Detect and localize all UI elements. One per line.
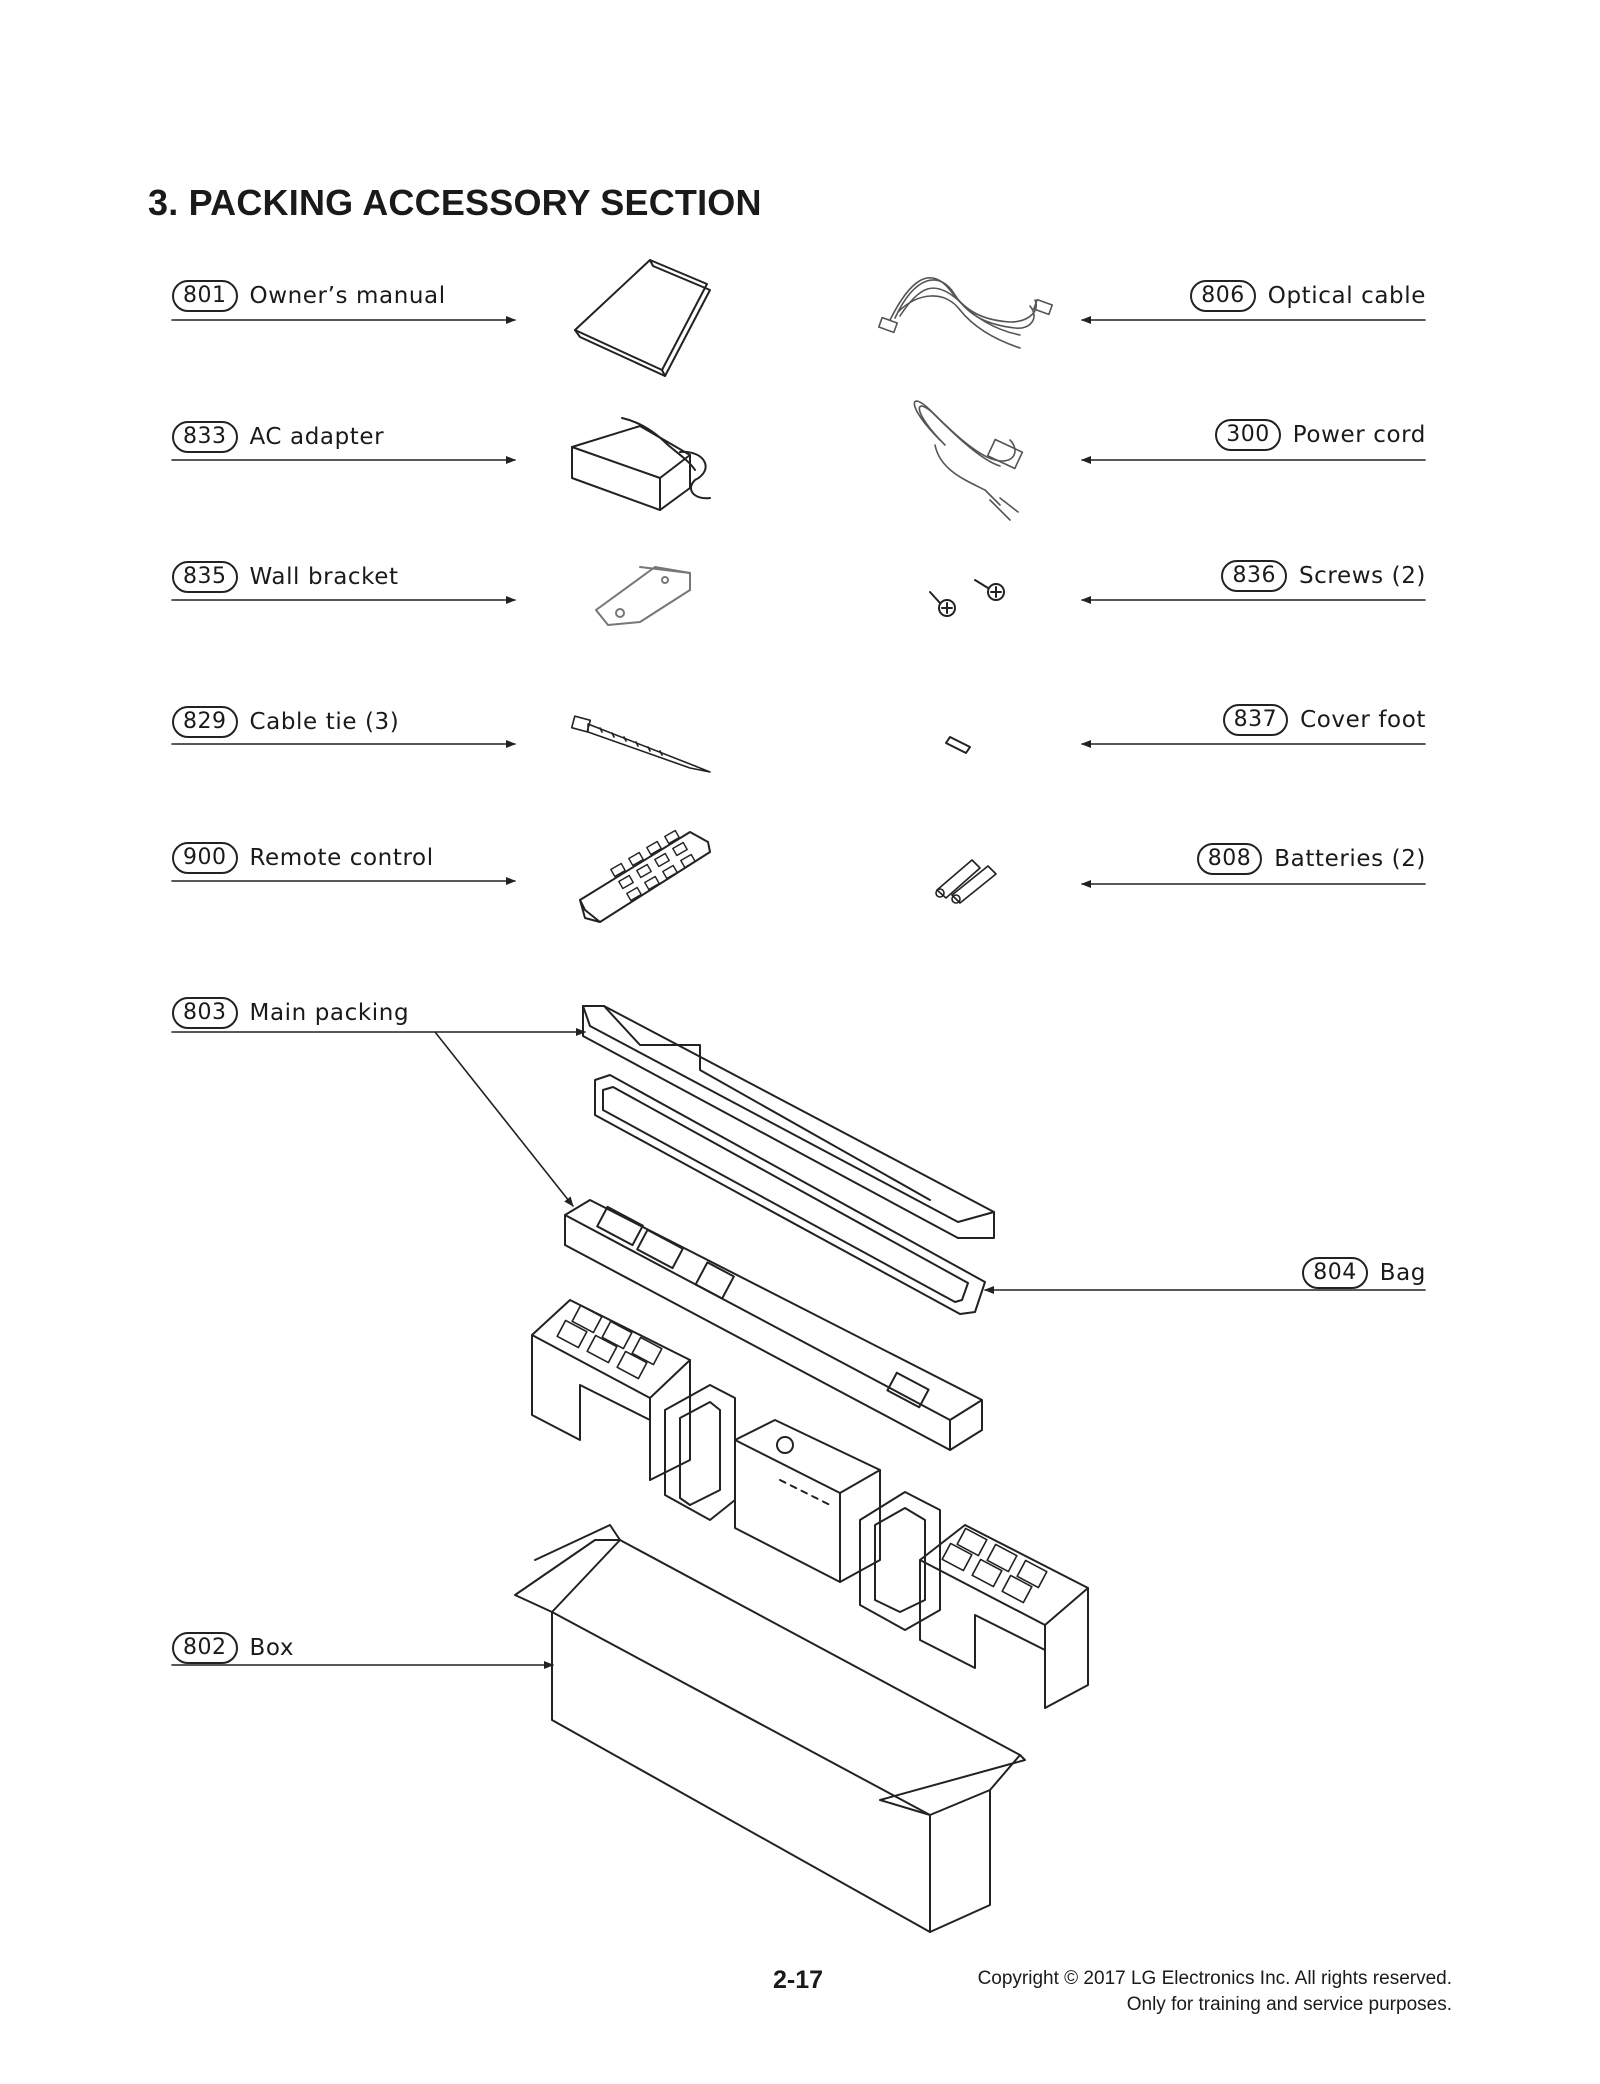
part-code-badge: 808 bbox=[1196, 843, 1263, 875]
part-code-badge: 837 bbox=[1222, 704, 1289, 736]
packing-top-tray bbox=[582, 1005, 995, 1239]
part-name: Optical cable bbox=[1267, 283, 1426, 309]
remote-control-illustration bbox=[579, 829, 711, 923]
part-name: Batteries (2) bbox=[1274, 846, 1426, 872]
cable-tie-illustration bbox=[570, 715, 711, 773]
section-title: 3. PACKING ACCESSORY SECTION bbox=[148, 182, 762, 223]
part-name: Owner’s manual bbox=[249, 283, 446, 309]
part-code-badge: 804 bbox=[1302, 1257, 1368, 1289]
part-code-badge: 833 bbox=[172, 421, 238, 453]
part-label-power-cord: 300 Power cord bbox=[1215, 419, 1426, 451]
leader-lines-right bbox=[984, 316, 1426, 1294]
bag-illustration bbox=[594, 1074, 986, 1315]
part-name: Screws (2) bbox=[1298, 563, 1426, 589]
part-label-main-packing: 803 Main packing bbox=[172, 997, 409, 1029]
part-label-box: 802 Box bbox=[172, 1632, 294, 1664]
part-code-badge: 806 bbox=[1190, 280, 1256, 312]
part-name: Box bbox=[249, 1635, 295, 1661]
part-label-screws: 836 Screws (2) bbox=[1221, 560, 1426, 592]
part-name: AC adapter bbox=[249, 424, 385, 450]
part-name: Power cord bbox=[1292, 422, 1426, 448]
part-code-badge: 803 bbox=[172, 997, 238, 1029]
part-code-badge: 900 bbox=[172, 842, 238, 874]
part-label-bag: 804 Bag bbox=[1302, 1257, 1426, 1289]
power-cord-illustration bbox=[913, 400, 1024, 521]
part-name: Wall bracket bbox=[249, 564, 399, 590]
part-code-badge: 836 bbox=[1221, 560, 1287, 592]
page-number: 2-17 bbox=[773, 1966, 824, 1994]
part-code-badge: 801 bbox=[172, 280, 238, 312]
owners-manual-illustration bbox=[574, 259, 711, 377]
part-label-remote-control: 900 Remote control bbox=[172, 842, 434, 874]
right-end-cap bbox=[919, 1524, 1089, 1709]
part-label-owners-manual: 801 Owner’s manual bbox=[172, 280, 446, 312]
part-code-badge: 300 bbox=[1215, 419, 1281, 451]
part-label-batteries: 808 Batteries (2) bbox=[1196, 843, 1426, 875]
part-label-optical-cable: 806 Optical cable bbox=[1190, 280, 1426, 312]
part-label-cover-foot: 837 Cover foot bbox=[1222, 704, 1426, 736]
wall-bracket-illustration bbox=[595, 566, 691, 626]
part-code-badge: 802 bbox=[172, 1632, 238, 1664]
part-name: Cable tie (3) bbox=[249, 709, 400, 735]
part-name: Bag bbox=[1379, 1260, 1426, 1286]
part-name: Main packing bbox=[249, 1000, 410, 1026]
left-end-cap bbox=[531, 1299, 691, 1481]
part-label-cable-tie: 829 Cable tie (3) bbox=[172, 706, 399, 738]
batteries-illustration bbox=[935, 859, 997, 904]
screws-illustration bbox=[929, 579, 1005, 617]
box-illustration bbox=[514, 1524, 1026, 1933]
copyright-line: Copyright © 2017 LG Electronics Inc. All… bbox=[977, 1968, 1452, 1989]
center-block bbox=[734, 1419, 881, 1583]
left-insert bbox=[664, 1384, 736, 1521]
copyright-notice: Copyright © 2017 LG Electronics Inc. All… bbox=[978, 1966, 1452, 2018]
part-code-badge: 829 bbox=[172, 706, 238, 738]
training-notice: Only for training and service purposes. bbox=[1126, 1994, 1452, 2015]
optical-cable-illustration bbox=[877, 277, 1054, 349]
right-insert bbox=[859, 1491, 941, 1631]
packing-lower-cradle bbox=[564, 1199, 983, 1451]
leader-lines-left bbox=[171, 316, 586, 1669]
part-name: Cover foot bbox=[1300, 707, 1426, 733]
ac-adapter-illustration bbox=[571, 417, 711, 511]
part-label-ac-adapter: 833 AC adapter bbox=[172, 421, 384, 453]
part-name: Remote control bbox=[249, 845, 434, 871]
cover-foot-illustration bbox=[945, 736, 971, 754]
part-code-badge: 835 bbox=[172, 561, 238, 593]
part-label-wall-bracket: 835 Wall bracket bbox=[172, 561, 399, 593]
